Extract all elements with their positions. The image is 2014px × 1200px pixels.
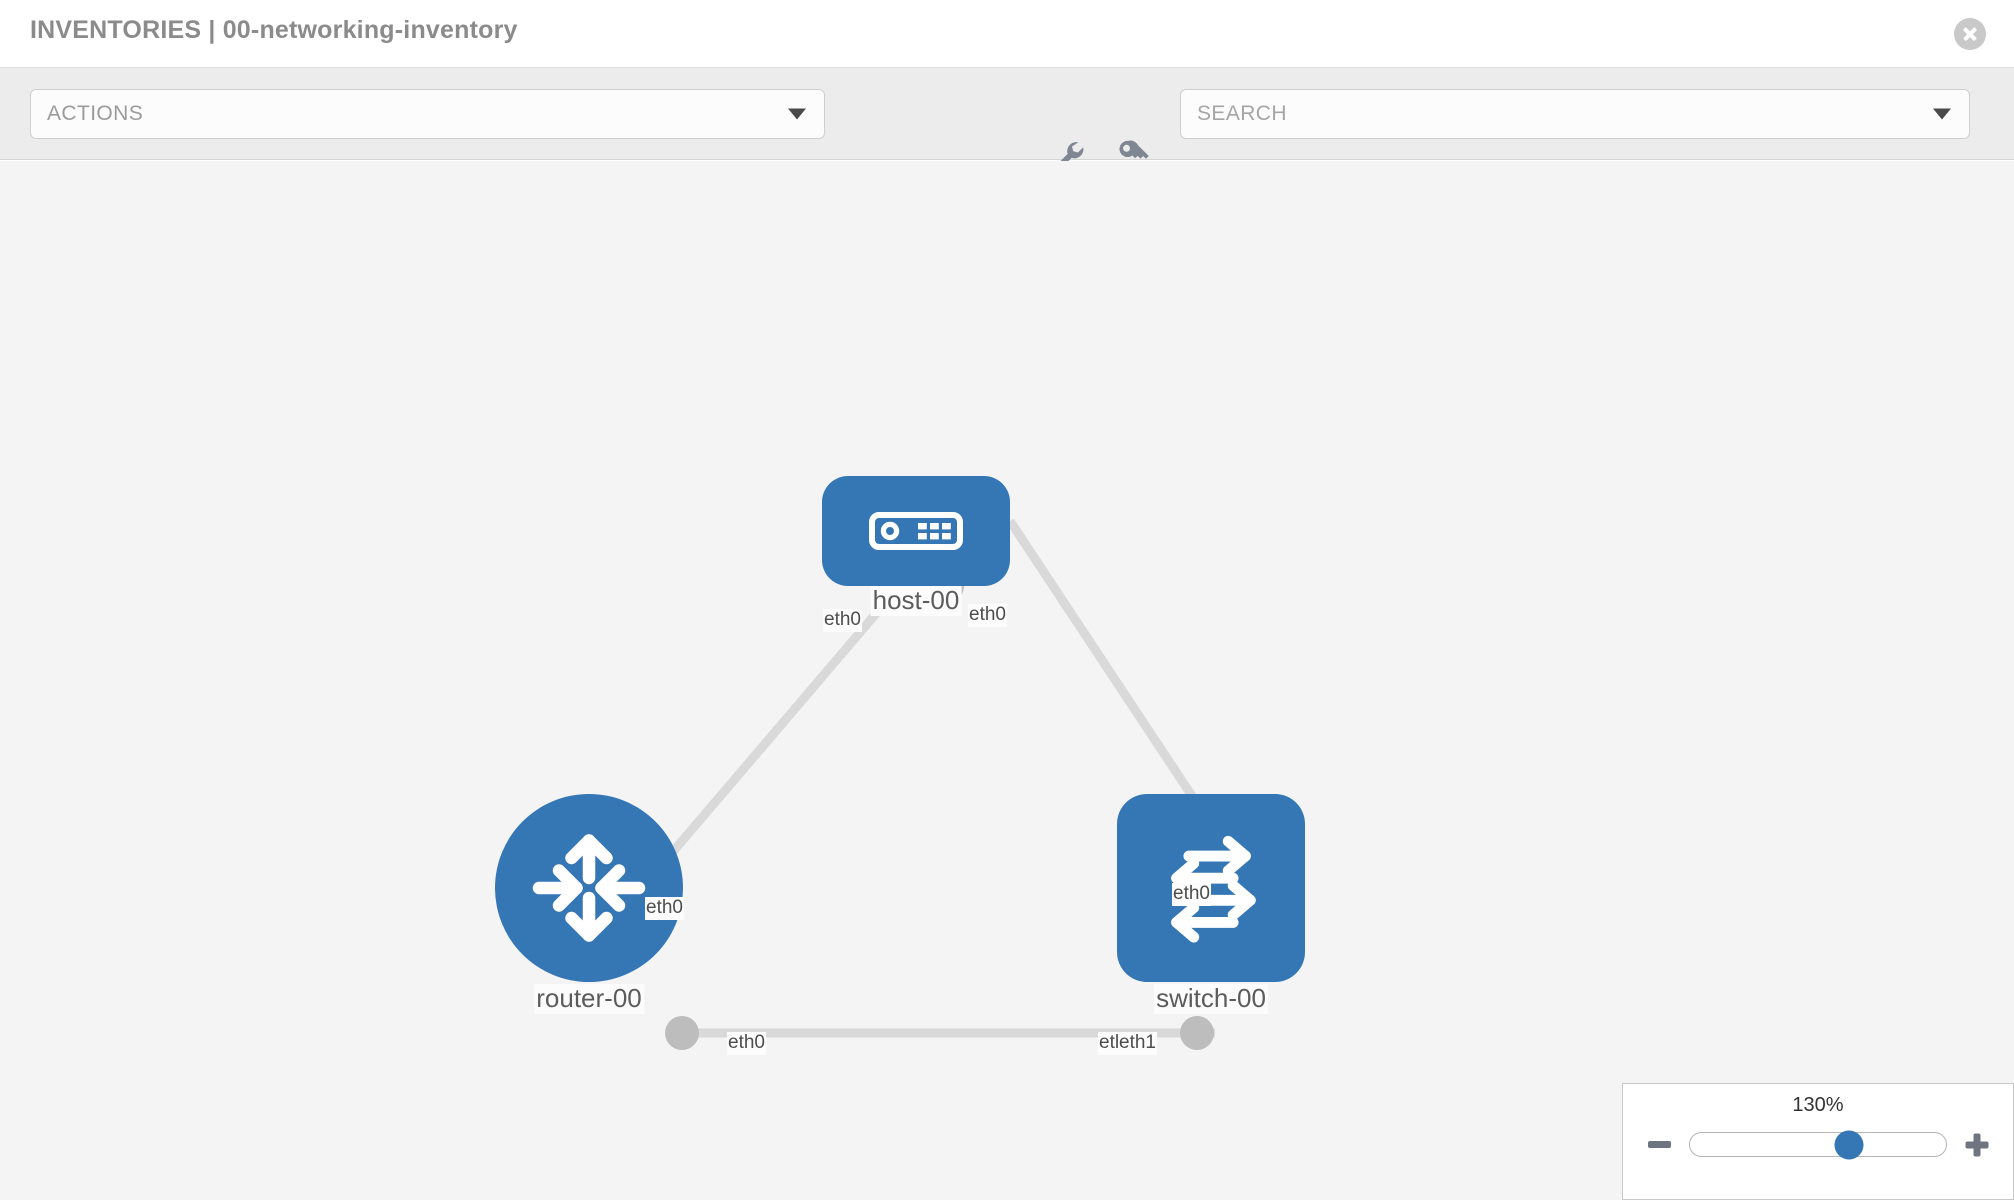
node-router-00-label: router-00 <box>534 983 644 1014</box>
node-switch-00[interactable]: switch-00 <box>1117 794 1305 1014</box>
switch-arrows-icon <box>1171 835 1256 943</box>
actions-dropdown-label: ACTIONS <box>47 102 144 125</box>
iface-label-switch00-left-b: eth1 <box>1118 1032 1157 1055</box>
topology-canvas[interactable]: host-00 router-00 <box>0 161 2014 1200</box>
iface-label-router00-right: eth0 <box>727 1032 766 1055</box>
server-device-icon <box>869 512 963 550</box>
chevron-down-icon <box>788 108 806 120</box>
connector-nub-router00-right <box>665 1016 699 1050</box>
search-input[interactable]: SEARCH <box>1180 89 1970 139</box>
key-icon[interactable] <box>1112 135 1154 177</box>
node-switch-00-label: switch-00 <box>1154 983 1268 1014</box>
zoom-level-label: 130% <box>1792 1094 1844 1116</box>
zoom-slider-row <box>1623 1130 2013 1159</box>
toolbar: ACTIONS SEARCH <box>0 68 2014 175</box>
zoom-control-panel: 130% <box>1622 1083 2014 1200</box>
router-arrows-icon <box>532 834 646 942</box>
iface-label-switch00-uplink: eth0 <box>1172 883 1211 906</box>
page-title: INVENTORIES | 00-networking-inventory <box>30 16 518 44</box>
search-placeholder: SEARCH <box>1197 102 1287 125</box>
node-switch-00-shape[interactable] <box>1117 794 1305 982</box>
node-router-00-shape[interactable] <box>495 794 683 982</box>
node-host-00-label: host-00 <box>870 585 962 616</box>
zoom-slider-thumb[interactable] <box>1834 1130 1864 1159</box>
node-router-00[interactable]: router-00 <box>495 794 683 1014</box>
actions-dropdown[interactable]: ACTIONS <box>30 89 825 139</box>
iface-label-host00-right: eth0 <box>968 604 1007 627</box>
node-host-00[interactable]: host-00 <box>822 476 1010 616</box>
chevron-down-icon <box>1933 108 1951 120</box>
page-header: INVENTORIES | 00-networking-inventory <box>0 0 2014 68</box>
connector-nub-switch00-left <box>1180 1016 1214 1050</box>
iface-label-host00-left: eth0 <box>823 609 862 632</box>
topology-links <box>661 518 1239 1038</box>
zoom-slider[interactable] <box>1689 1130 1947 1159</box>
zoom-in-button[interactable] <box>1965 1133 1988 1156</box>
close-icon[interactable] <box>1954 18 1986 50</box>
node-host-00-shape[interactable] <box>822 476 1010 586</box>
iface-label-router00-uplink: eth0 <box>645 897 684 920</box>
zoom-out-button[interactable] <box>1648 1141 1671 1148</box>
